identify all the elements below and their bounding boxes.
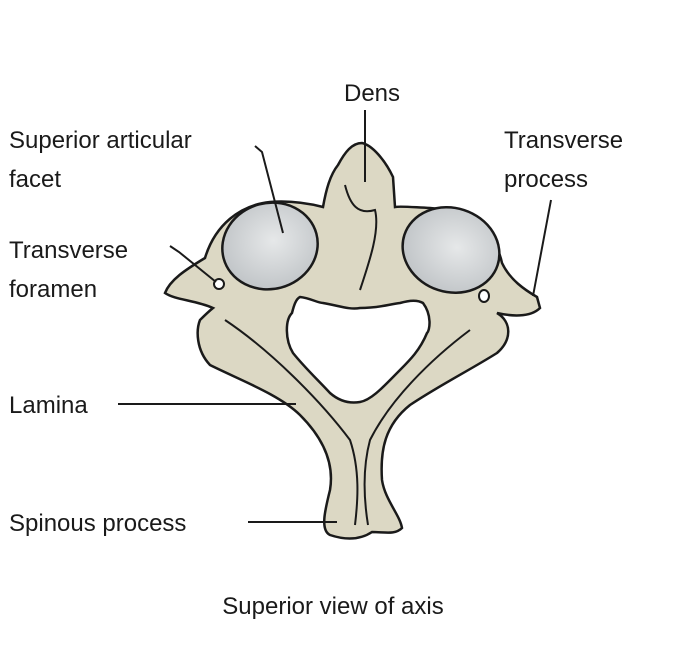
transverse-process-leader [532,199,552,297]
caption: Superior view of axis [222,593,443,620]
vertebra-body [163,141,542,540]
label-transverse-process-line1: Transverse [504,127,623,154]
label-spinous-process: Spinous process [9,510,186,537]
dens-ridge [344,184,378,291]
transverse-foramen-right [478,289,490,303]
label-dens: Dens [344,80,400,107]
label-lamina: Lamina [9,392,88,419]
label-transverse-process-line2: process [504,166,588,193]
lamina-ridge-left [224,319,359,526]
transverse-foramen-leader [169,245,217,283]
leader-lines [118,110,552,523]
superior-articular-facet-leader [254,145,284,234]
label-transverse-foramen-line1: Transverse [9,237,128,264]
transverse-foramen-left [213,278,225,290]
superior-articular-facet-right [401,206,501,294]
superior-articular-facet-left [221,201,319,291]
label-transverse-foramen-line2: foramen [9,276,97,303]
label-superior-articular-facet-line2: facet [9,166,61,193]
label-superior-articular-facet-line1: Superior articular [9,127,192,154]
lamina-ridge-right [363,329,471,526]
vertebral-foramen [285,295,431,404]
